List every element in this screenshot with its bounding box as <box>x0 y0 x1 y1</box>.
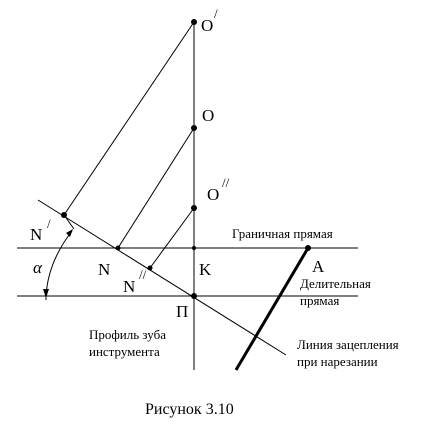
radius-o-n <box>117 127 195 249</box>
label-tooth-profile-2: инструмента <box>89 344 160 359</box>
figure-caption: Рисунок 3.10 <box>145 401 234 418</box>
label-o-double-prime-mark: // <box>222 175 230 190</box>
label-n-double-prime-mark: // <box>139 267 147 282</box>
label-n-double-prime: N <box>123 277 135 296</box>
label-alpha: α <box>33 258 43 277</box>
label-a: A <box>312 257 325 276</box>
label-pitch-line-2: прямая <box>300 293 339 308</box>
point-n-prime-marker <box>61 212 67 218</box>
label-o-prime: O <box>201 16 213 35</box>
label-n: N <box>98 260 110 279</box>
alpha-angle-arc <box>45 230 73 297</box>
label-engagement-line-2: при нарезании <box>297 354 378 369</box>
label-o: O <box>202 106 214 125</box>
label-k: K <box>199 260 212 279</box>
point-o-marker <box>191 125 197 131</box>
radius-o-double-prime-n-double-prime <box>149 207 195 269</box>
alpha-arrow-top <box>66 229 73 237</box>
point-a-marker <box>305 245 311 251</box>
label-p: П <box>176 302 188 321</box>
label-o-prime-mark: / <box>214 6 218 21</box>
point-n-double-prime-marker <box>147 265 153 271</box>
alpha-arrow-bottom <box>43 289 49 298</box>
label-pitch-line-1: Делительная <box>300 276 371 291</box>
engagement-line <box>37 199 287 356</box>
label-n-prime: N <box>30 225 42 244</box>
label-o-double-prime: O <box>207 185 219 204</box>
radius-o-prime-n-prime <box>63 21 195 216</box>
point-n-marker <box>115 245 121 251</box>
point-k-marker <box>192 246 196 250</box>
point-p-marker <box>191 293 197 299</box>
label-tooth-profile-1: Профиль зуба <box>89 327 166 342</box>
label-engagement-line-1: Линия зацепления <box>297 337 399 352</box>
point-o-prime-marker <box>191 19 197 25</box>
label-boundary-line: Граничная прямая <box>232 226 333 241</box>
tool-tooth-profile <box>234 247 310 371</box>
point-o-double-prime-marker <box>191 205 197 211</box>
label-n-prime-mark: / <box>47 216 51 231</box>
